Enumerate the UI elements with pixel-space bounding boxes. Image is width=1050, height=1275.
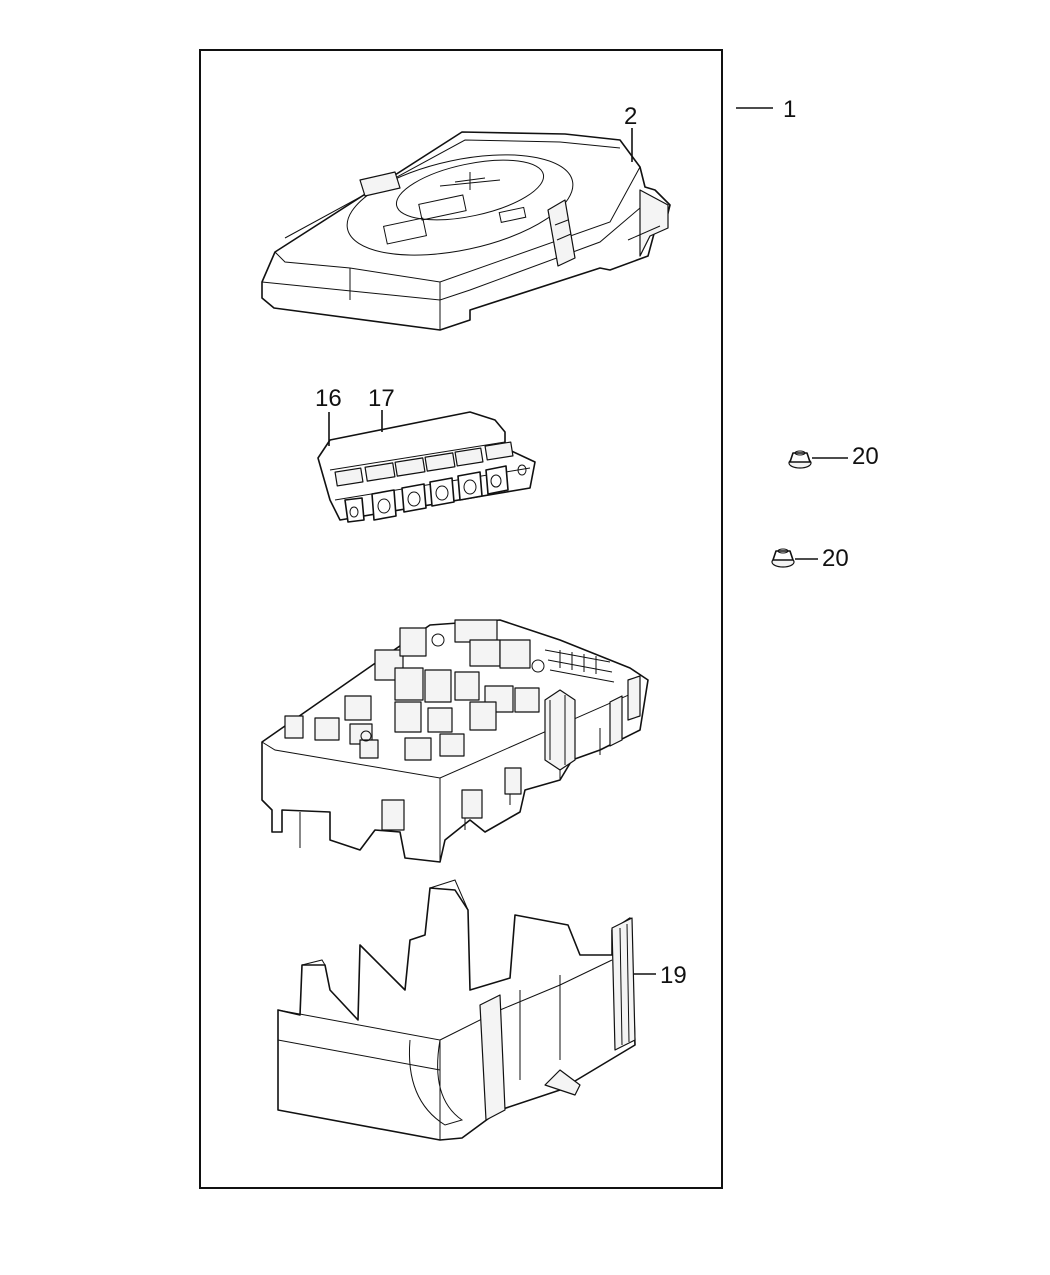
assembly-frame — [199, 49, 723, 1189]
callout-16-label[interactable]: 16 — [315, 385, 342, 412]
callout-1-label[interactable]: 1 — [783, 96, 796, 123]
callout-2-label[interactable]: 2 — [624, 103, 637, 130]
nut-upper-part[interactable] — [788, 450, 812, 469]
callout-19-label[interactable]: 19 — [660, 962, 687, 989]
callout-20b-label[interactable]: 20 — [822, 545, 849, 572]
callout-20a-label[interactable]: 20 — [852, 443, 879, 470]
cover-part[interactable] — [261, 131, 671, 331]
callout-17-label[interactable]: 17 — [368, 385, 395, 412]
lower-tray-part[interactable] — [277, 879, 636, 1141]
fuse-block-part[interactable] — [261, 619, 649, 863]
fuse-strip-part[interactable] — [317, 411, 536, 523]
nut-lower-part[interactable] — [771, 548, 795, 568]
